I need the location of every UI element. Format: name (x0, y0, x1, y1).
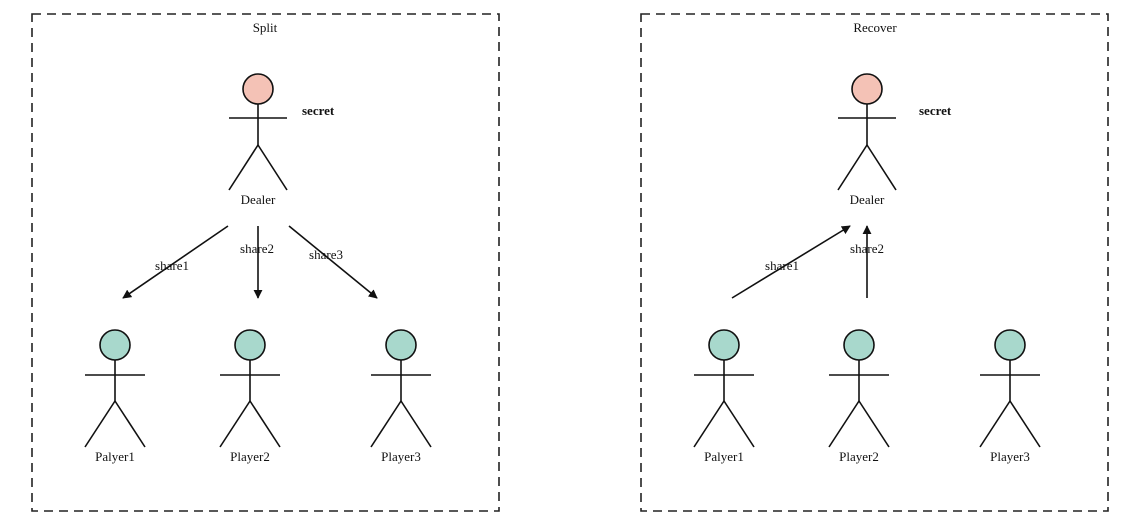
recover-share2-label: share2 (850, 241, 884, 256)
split-player3-figure (370, 329, 432, 448)
recover-secret-label: secret (919, 103, 952, 118)
recover-dealer-figure (837, 73, 897, 191)
split-player3-label: Player3 (381, 449, 421, 464)
split-share2-label: share2 (240, 241, 274, 256)
split-player2-head (234, 329, 266, 361)
split-secret-label: secret (302, 103, 335, 118)
split-dealer-label: Dealer (241, 192, 276, 207)
split-frame (31, 13, 500, 512)
recover-player1-label: Palyer1 (704, 449, 744, 464)
recover-dealer-label: Dealer (850, 192, 885, 207)
recover-panel: Recover Dealer secret share1 share2 Paly… (640, 13, 1109, 512)
split-player1-figure (84, 329, 146, 448)
split-dealer-figure (228, 73, 288, 191)
split-player1-head (99, 329, 131, 361)
recover-title: Recover (853, 20, 897, 35)
recover-player2-figure (828, 329, 890, 448)
split-share1-label: share1 (155, 258, 189, 273)
recover-player3-label: Player3 (990, 449, 1030, 464)
split-title: Split (253, 20, 278, 35)
split-player1-label: Palyer1 (95, 449, 135, 464)
split-player2-label: Player2 (230, 449, 270, 464)
recover-player2-label: Player2 (839, 449, 879, 464)
recover-dealer-head (851, 73, 883, 105)
recover-share1-label: share1 (765, 258, 799, 273)
recover-player2-head (843, 329, 875, 361)
recover-frame (640, 13, 1109, 512)
split-arrow-share3 (288, 225, 378, 299)
split-player3-head (385, 329, 417, 361)
split-dealer-head (242, 73, 274, 105)
recover-arrow-share1 (731, 225, 851, 299)
split-share3-label: share3 (309, 247, 343, 262)
recover-player3-figure (979, 329, 1041, 448)
split-player2-figure (219, 329, 281, 448)
recover-player1-head (708, 329, 740, 361)
recover-player1-figure (693, 329, 755, 448)
split-panel: Split Dealer secret share1 share2 share3… (31, 13, 500, 512)
recover-player3-head (994, 329, 1026, 361)
split-arrow-share1 (122, 225, 229, 299)
